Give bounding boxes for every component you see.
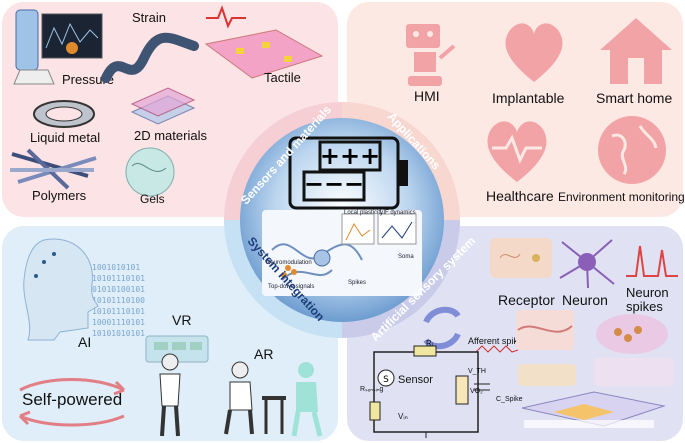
pressure-illustration (13, 9, 103, 85)
house-icon (600, 18, 672, 84)
ar-scene (224, 361, 323, 437)
vr-label: VR (172, 312, 192, 328)
liquid-metal-label: Liquid metal (30, 130, 101, 145)
afferent-spikes-label: Afferent spikes (468, 336, 528, 346)
strain-label: Strain (132, 10, 166, 25)
receptor-label: Receptor (498, 292, 555, 308)
synapse-illustrations (516, 310, 674, 428)
neuromodulation-label: Neuromodulation (266, 260, 312, 266)
vth-label: V_TH (468, 368, 486, 375)
r-sensing-label: Rₛₑₙₛᵢₙg (360, 386, 384, 393)
code-line: 10001110101 (92, 318, 145, 327)
code-line: 10101110101 (92, 274, 145, 283)
globe-icon (598, 116, 666, 184)
afferent-spikes-arrow (475, 345, 519, 353)
svg-text:+++: +++ (320, 142, 380, 170)
polymers-icon (10, 148, 97, 190)
tactile-sensor-icon (204, 5, 324, 79)
pressure-label: Pressure (62, 72, 115, 87)
neuron-spikes-icon (626, 245, 678, 277)
materials-2d-icon (130, 87, 196, 125)
vin-label: Vᵢₙ (398, 412, 408, 421)
healthcare-label: Healthcare (486, 188, 554, 204)
code-line: 10101110100 (92, 296, 145, 305)
svg-text:−−−: −−− (304, 170, 364, 198)
c-spike-label: C_Spike (496, 396, 523, 403)
sensor-label: Sensor (398, 374, 433, 386)
implantable-label: Implantable (492, 90, 565, 106)
topdown-label: Top-down signals (268, 284, 315, 290)
vr-user-figure (159, 353, 181, 437)
liquid-metal-icon (33, 100, 95, 128)
smart-home-label: Smart home (596, 90, 673, 106)
self-powered-label: Self-powered (22, 390, 123, 409)
cycle-arrows-icon (423, 306, 461, 350)
ai-label: AI (78, 334, 92, 350)
heart-icon (505, 23, 563, 83)
code-line: 10101010101 (92, 329, 145, 338)
neuron-label: Neuron (562, 292, 608, 308)
binary-code: 1001010101 10101110101 01010100101 10101… (92, 262, 145, 339)
code-line: 1001010101 (92, 263, 141, 272)
neuron-icon (559, 239, 615, 289)
polymers-label: Polymers (32, 188, 87, 203)
receptor-skin-icon (490, 238, 552, 278)
2d-materials-label: 2D materials (134, 128, 207, 143)
gels-icon (125, 147, 175, 197)
soma-label: Soma (398, 254, 414, 260)
code-line: 01010100101 (92, 285, 145, 294)
strain-sensor-icon (101, 32, 199, 83)
local-plasticity-label: Local plasticity (344, 210, 384, 216)
spikes-label: Spikes (348, 280, 367, 286)
svg-text:S: S (383, 375, 389, 385)
code-line: 10101110101 (92, 307, 145, 316)
ai-head-icon (23, 238, 99, 341)
hmi-label: HMI (414, 88, 440, 104)
gels-label: Gels (140, 192, 165, 206)
robot-icon (406, 24, 456, 86)
vo2-label: VO₂ (470, 388, 483, 395)
healthcare-icon (487, 121, 547, 182)
rl-label: Rₗ (426, 339, 434, 348)
self-powered-arrows (18, 378, 126, 427)
ar-label: AR (254, 346, 274, 362)
circuit-diagram: S (369, 345, 490, 438)
lif-label: LIF dynamics (380, 210, 416, 216)
battery-icon: +++ −−− (288, 136, 408, 210)
environment-label: Environment monitoring (558, 190, 685, 204)
tactile-label: Tactile (264, 70, 301, 85)
neuron-spikes-label: Neuron spikes (626, 285, 669, 314)
neuron-model-panel: Local plasticity LIF dynamics Neuromodul… (262, 210, 422, 296)
